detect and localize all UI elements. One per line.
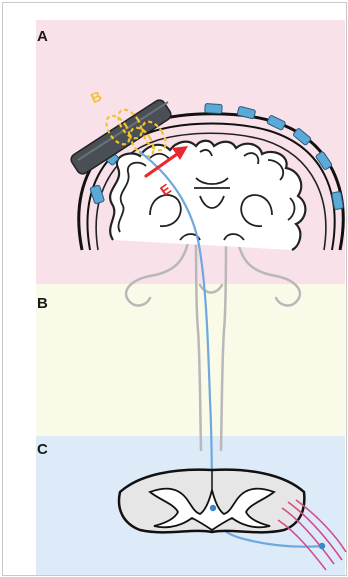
spinal-cord-cross-section: [119, 470, 304, 533]
panel-a-label: A: [37, 28, 48, 45]
panel-c-label: C: [37, 441, 48, 458]
neuromuscular-junction: [319, 543, 325, 549]
motor-neuron-cell-body: [210, 505, 216, 511]
coil-field-label: B: [88, 88, 104, 107]
panel-b-label: B: [37, 295, 48, 312]
brainstem-outline: [126, 232, 300, 450]
